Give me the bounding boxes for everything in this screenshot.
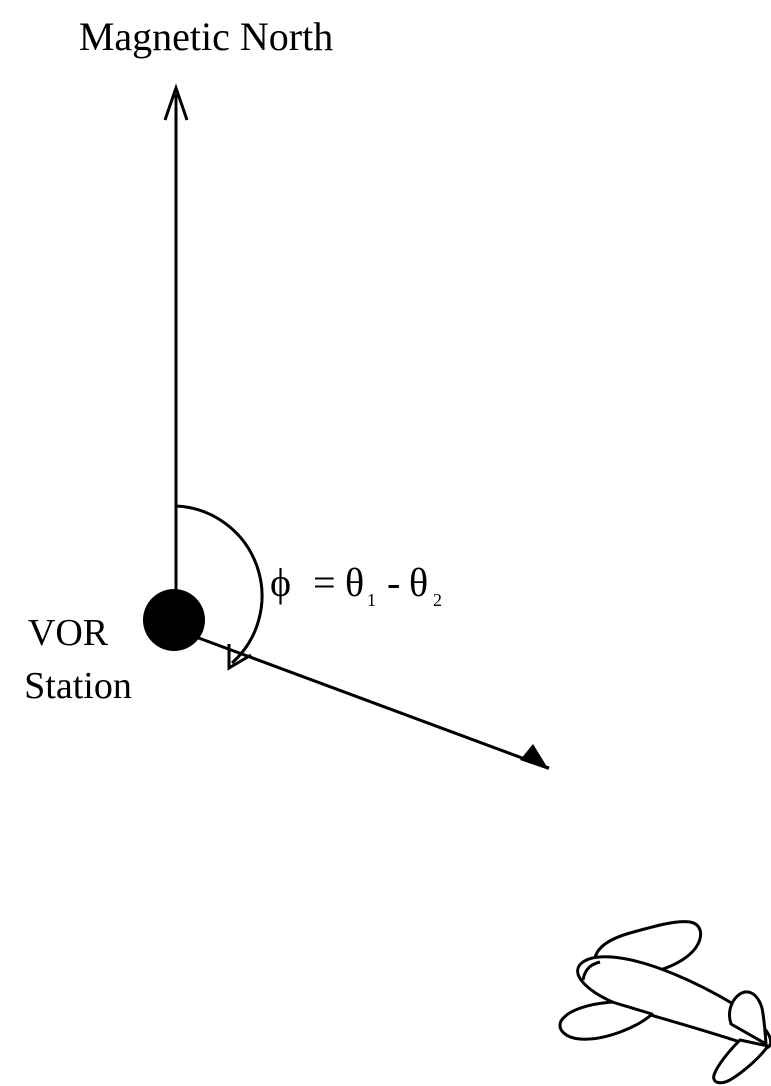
vor-label: VOR bbox=[28, 612, 109, 654]
theta-2-symbol: θ bbox=[409, 560, 428, 605]
station-label: Station bbox=[24, 665, 132, 707]
airplane-icon bbox=[558, 920, 771, 1085]
subscript-1: 1 bbox=[367, 590, 376, 610]
phi-symbol: ϕ bbox=[270, 560, 291, 605]
bearing-arrow bbox=[195, 635, 550, 770]
north-arrow bbox=[163, 83, 189, 590]
equals-sign: = bbox=[313, 560, 336, 605]
phi-formula: ϕ = θ 1 - θ 2 bbox=[270, 560, 442, 615]
minus-sign: - bbox=[387, 560, 400, 605]
bearing-arrowhead bbox=[520, 744, 549, 770]
magnetic-north-label: Magnetic North bbox=[79, 14, 333, 59]
theta-1-symbol: θ bbox=[345, 560, 364, 605]
subscript-2: 2 bbox=[433, 590, 442, 610]
vor-station-dot-icon bbox=[143, 589, 205, 651]
angle-arc bbox=[175, 504, 264, 671]
